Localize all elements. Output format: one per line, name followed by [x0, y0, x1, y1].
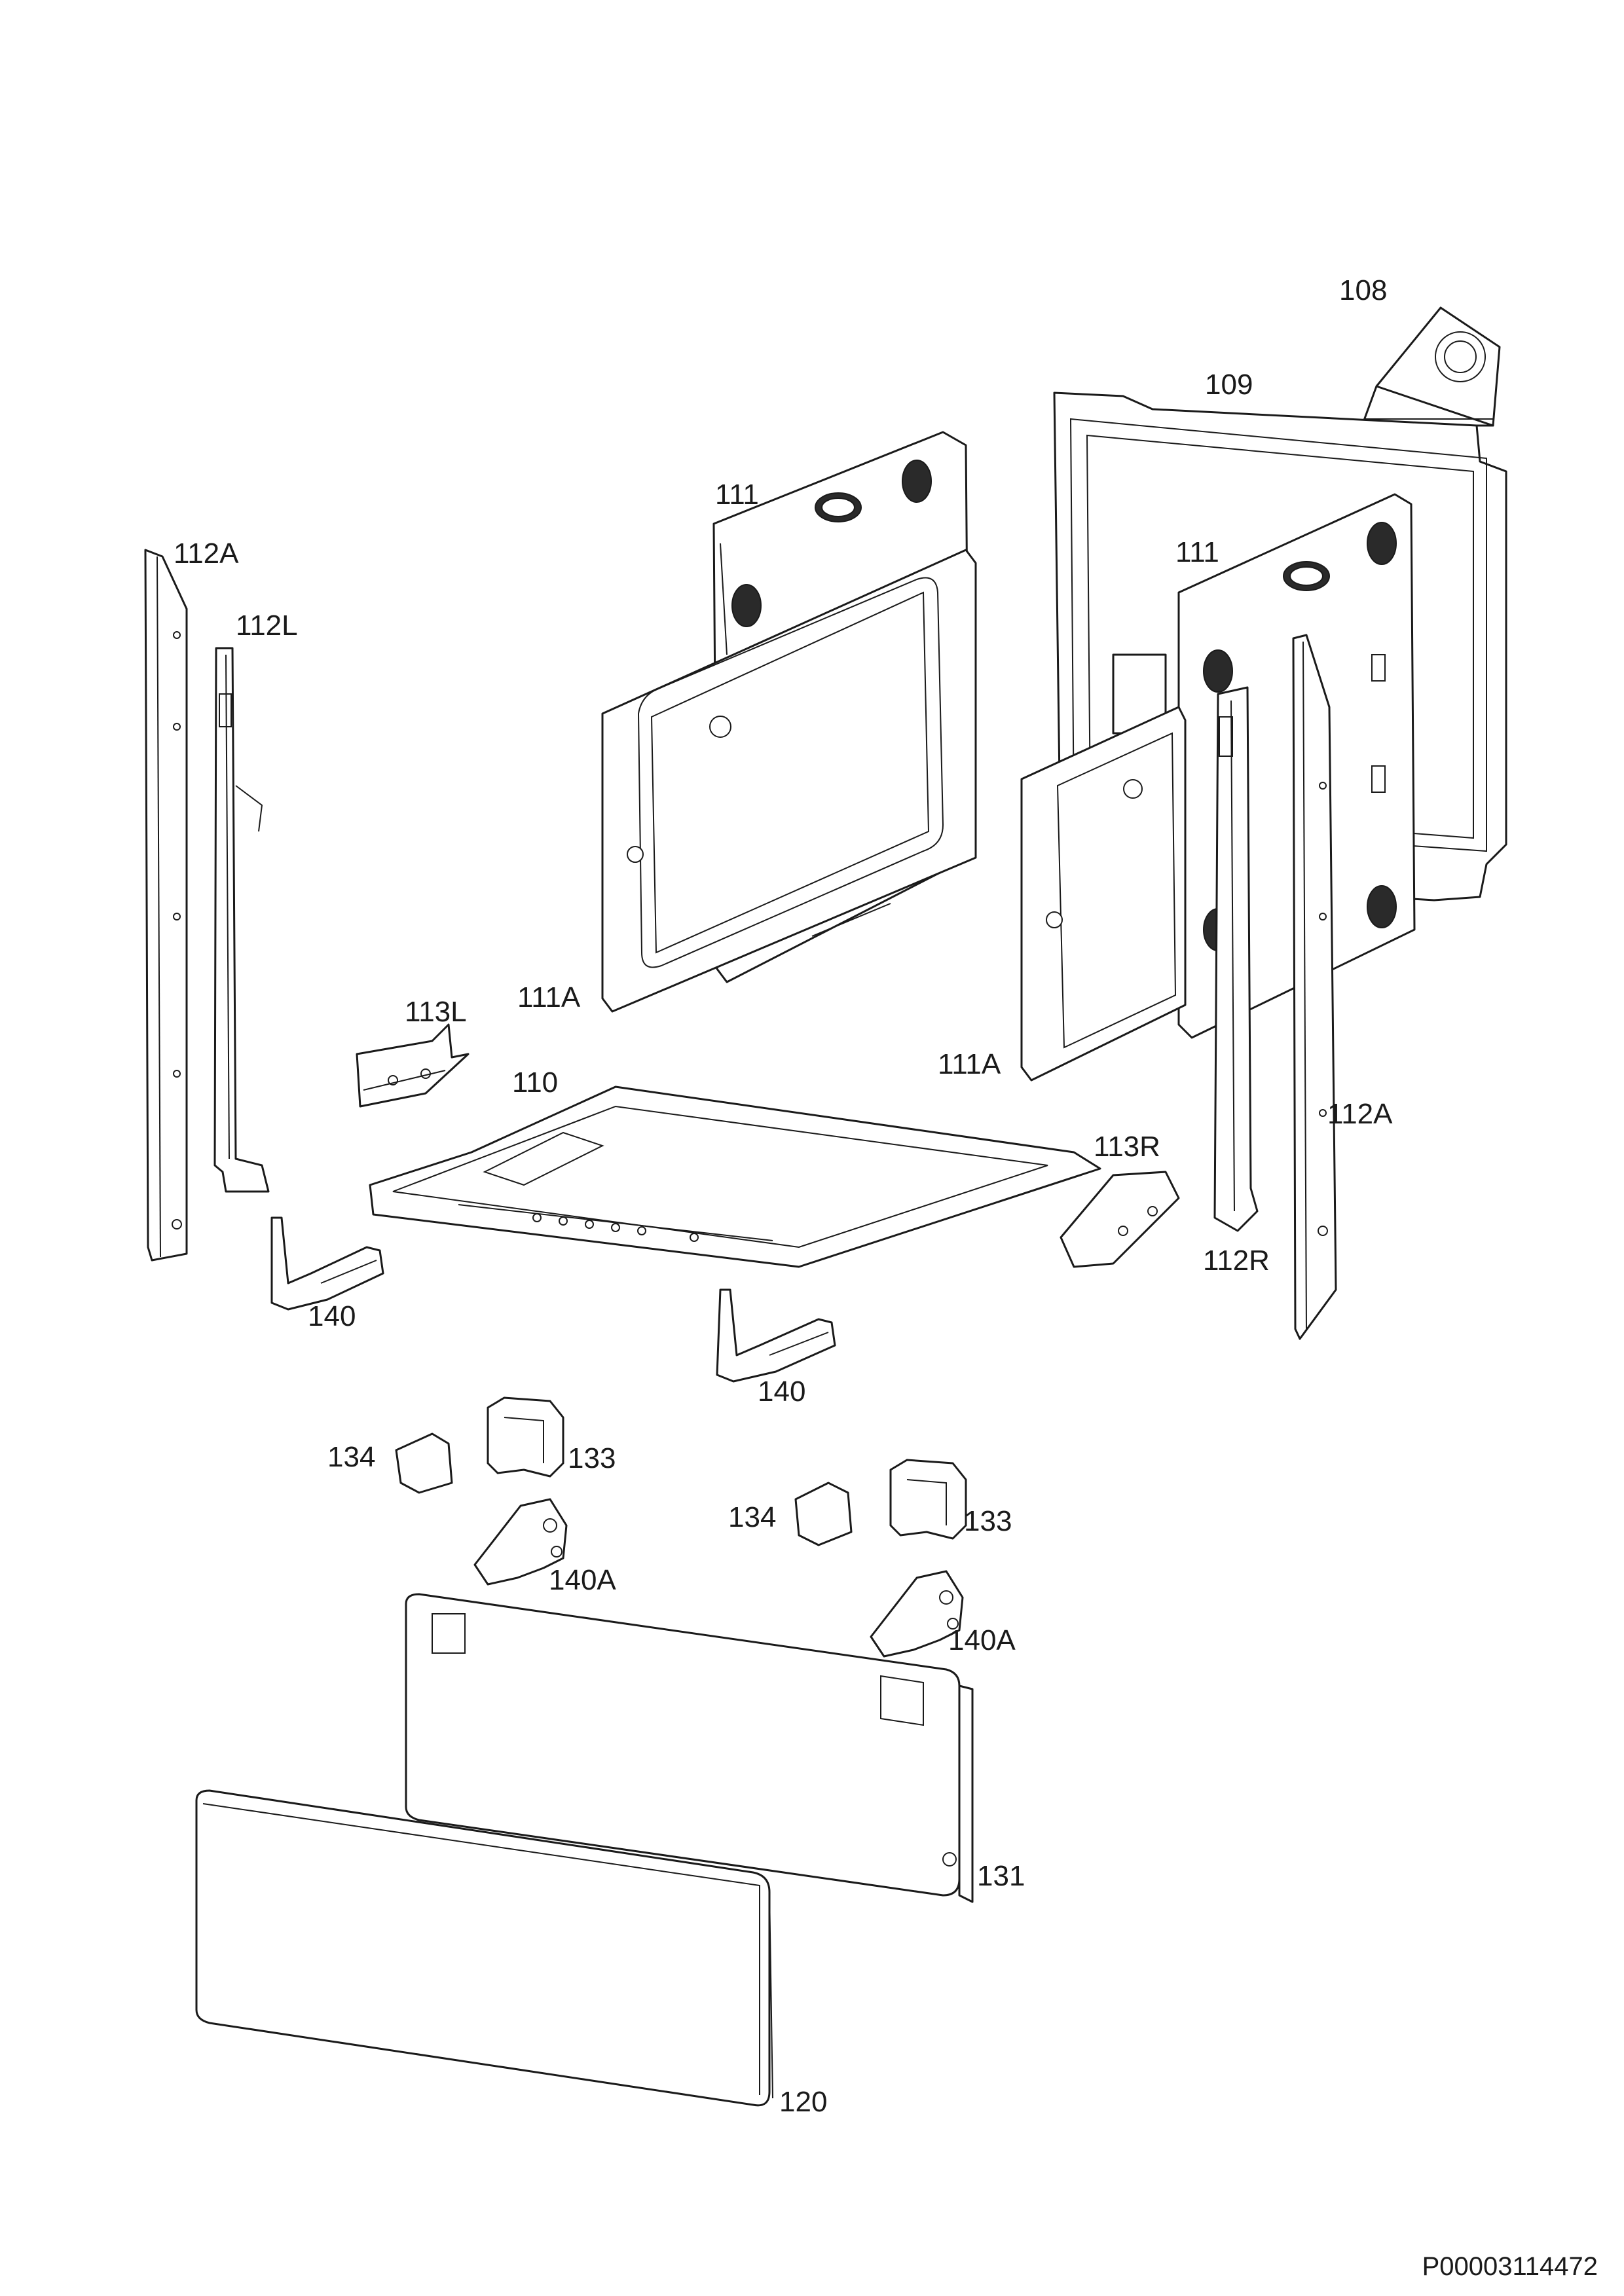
label-134-middle: 134: [728, 1501, 776, 1533]
label-111-left: 111: [715, 479, 759, 511]
part-112R-right-runner: [1213, 686, 1259, 1232]
part-140A-left-receiver: [473, 1498, 568, 1586]
part-140A-right-receiver: [870, 1570, 964, 1658]
label-133-right: 133: [964, 1505, 1012, 1537]
label-140A-left: 140A: [549, 1564, 616, 1596]
label-111A-right: 111A: [938, 1048, 1001, 1080]
label-113R: 113R: [1094, 1131, 1160, 1163]
part-131-inner-door: [405, 1593, 974, 1903]
label-131: 131: [977, 1860, 1025, 1892]
part-133-left-clip: [487, 1396, 564, 1478]
part-112L-left-runner: [213, 647, 270, 1193]
label-134-left: 134: [327, 1441, 375, 1473]
part-134-middle-clip: [794, 1482, 853, 1546]
part-111A-left-panel: [601, 549, 977, 1013]
part-110-base-tray: [369, 1085, 1101, 1268]
part-120-front-panel: [195, 1789, 773, 2107]
label-111-right: 111: [1175, 536, 1219, 568]
part-112A-right-rail: [1292, 634, 1337, 1340]
part-113L-bracket: [356, 1023, 470, 1108]
label-120: 120: [779, 2086, 827, 2118]
label-111A-left: 111A: [517, 981, 581, 1013]
label-140A-right: 140A: [948, 1624, 1016, 1656]
label-112A-right: 112A: [1327, 1098, 1393, 1130]
label-133-left: 133: [568, 1442, 616, 1474]
part-133-right-clip: [889, 1459, 967, 1540]
part-140-left-hinge: [270, 1216, 384, 1311]
label-110: 110: [512, 1066, 558, 1099]
document-id: P00003114472: [1422, 2252, 1598, 2281]
part-113R-bracket: [1060, 1171, 1180, 1268]
part-111A-right-panel: [1020, 706, 1187, 1082]
part-108-bracket: [1361, 306, 1501, 427]
part-112A-left-rail: [144, 549, 188, 1262]
part-140-middle-hinge: [716, 1288, 836, 1383]
label-112A-left: 112A: [174, 538, 239, 570]
label-113L: 113L: [405, 996, 467, 1028]
label-108: 108: [1339, 274, 1387, 306]
label-109: 109: [1205, 369, 1253, 401]
part-134-left-clip: [395, 1432, 453, 1494]
label-112L: 112L: [236, 610, 298, 642]
label-140-left: 140: [308, 1300, 356, 1332]
label-112R: 112R: [1203, 1245, 1270, 1277]
label-140-middle: 140: [758, 1376, 805, 1408]
